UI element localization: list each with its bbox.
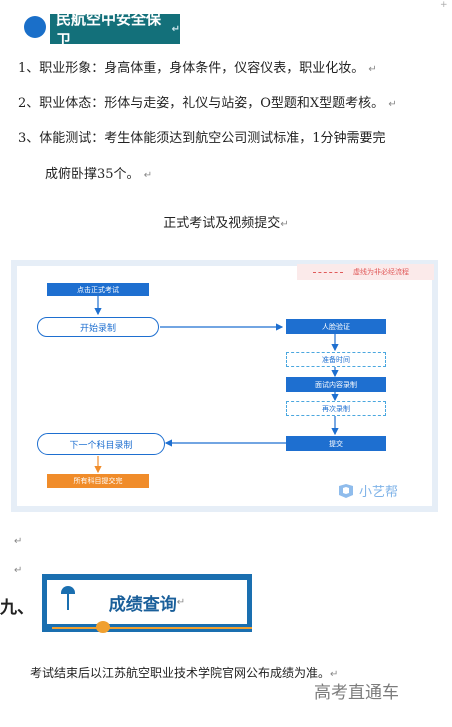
flow-re-record-box: 再次录制 <box>286 401 386 416</box>
final-text: 考试结束后以江苏航空职业技术学院官网公布成绩为准。 <box>30 666 331 680</box>
paragraph-mark-icon: ↵ <box>330 669 339 680</box>
flow-prep-time-label: 准备时间 <box>322 355 350 364</box>
flow-begin-record-box: 开始录制 <box>37 317 159 337</box>
section1-heading: 民航空中安全保卫 ↵ <box>50 10 180 49</box>
lamp-icon <box>61 586 75 594</box>
paragraph-mark-icon: ↵ <box>280 219 289 230</box>
section9-banner-inner: 成绩查询↵ <box>47 580 247 624</box>
flow-submit-box: 提交 <box>286 436 386 451</box>
bullet-circle-icon <box>24 16 46 38</box>
final-paragraph: 考试结束后以江苏航空职业技术学院官网公布成绩为准。↵ <box>30 664 338 681</box>
flow-start-box: 点击正式考试 <box>47 283 149 296</box>
list-item: 2、职业体态：形体与走姿，礼仪与站姿，O型题和X型题考核。 ↵ <box>18 95 397 114</box>
item-text: 2、职业体态：形体与走姿，礼仪与站姿，O型题和X型题考核。 <box>18 96 385 111</box>
section9-banner: 成绩查询↵ <box>42 574 252 632</box>
xiaoyibang-logo: 小艺帮 <box>337 481 398 500</box>
flow-content-record-label: 面试内容录制 <box>315 380 357 389</box>
item-text: 3、体能测试：考生体能须达到航空公司测试标准，1分钟需要完 <box>18 131 386 146</box>
banner-underline <box>52 627 252 629</box>
logo-text: 小艺帮 <box>359 485 399 500</box>
paragraph-mark-icon: ↵ <box>14 536 23 547</box>
flow-all-done-box: 所有科目提交完 <box>47 474 149 488</box>
flow-start-label: 点击正式考试 <box>77 285 119 294</box>
watermark-text: 高考直通车 <box>314 683 399 703</box>
dashed-line-icon <box>313 271 343 273</box>
item-text: 1、职业形象：身高体重，身体条件，仪容仪表，职业化妆。 <box>18 61 365 76</box>
flow-begin-record-label: 开始录制 <box>79 323 116 334</box>
flow-re-record-label: 再次录制 <box>322 404 350 413</box>
section9-number: 九、 <box>0 598 34 618</box>
corner-mark: + <box>440 0 448 10</box>
flow-next-subject-box: 下一个科目录制 <box>37 433 165 455</box>
paragraph-mark-icon: ↵ <box>368 64 377 75</box>
banner-underline-dot-icon <box>96 621 110 633</box>
lamp-pole-icon <box>67 594 69 610</box>
flow-face-verify-box: 人脸验证 <box>286 319 386 334</box>
paragraph-mark-icon: ↵ <box>388 99 397 110</box>
item-text: 成俯卧撑35个。 <box>45 167 140 182</box>
list-item-continuation: 成俯卧撑35个。 ↵ <box>45 163 152 182</box>
paragraph-mark-icon: ↵ <box>176 596 186 608</box>
xiaoyibang-logo-icon <box>339 483 353 498</box>
flow-submit-label: 提交 <box>329 439 343 448</box>
paragraph-mark-icon: ↵ <box>171 23 180 35</box>
exam-title-text: 正式考试及视频提交 <box>163 216 281 231</box>
paragraph-mark-icon: ↵ <box>14 565 23 576</box>
flowchart-legend: 虚线为非必经流程 <box>297 264 434 280</box>
flow-prep-time-box: 准备时间 <box>286 352 386 367</box>
section1-title: 民航空中安全保卫 <box>56 10 162 49</box>
flow-all-done-label: 所有科目提交完 <box>73 477 123 485</box>
exam-title: 正式考试及视频提交↵ <box>0 212 452 231</box>
flow-content-record-box: 面试内容录制 <box>286 377 386 392</box>
list-item: 1、职业形象：身高体重，身体条件，仪容仪表，职业化妆。 ↵ <box>18 60 377 79</box>
flow-next-subject-label: 下一个科目录制 <box>69 440 133 451</box>
flowchart-image <box>11 260 438 512</box>
section9-title: 成绩查询 <box>108 594 177 615</box>
paragraph-mark-icon: ↵ <box>143 170 153 181</box>
list-item: 3、体能测试：考生体能须达到航空公司测试标准，1分钟需要完 <box>18 130 386 148</box>
legend-text: 虚线为非必经流程 <box>353 268 409 276</box>
flow-face-verify-label: 人脸验证 <box>322 322 350 331</box>
